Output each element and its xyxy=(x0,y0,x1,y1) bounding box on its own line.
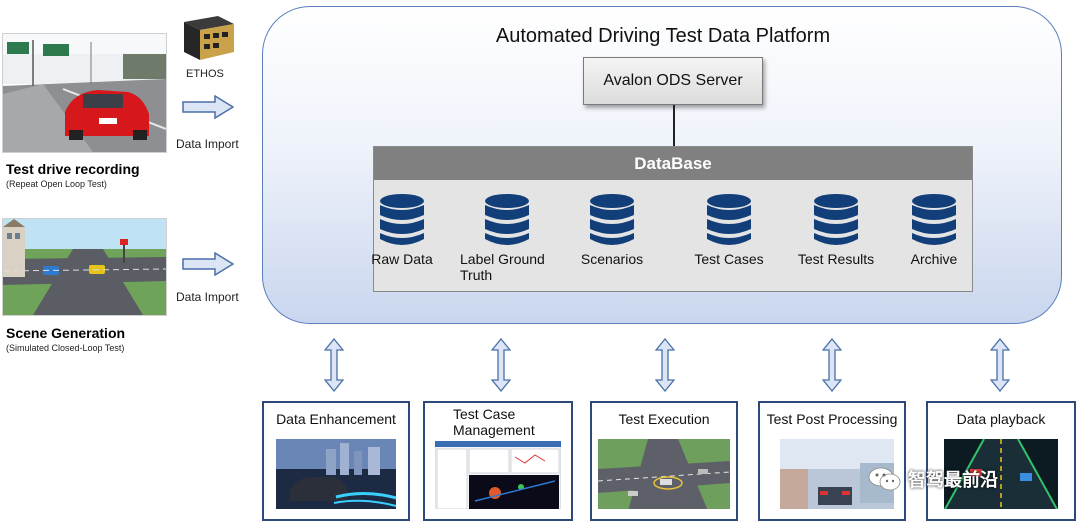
database-cylinder-icon xyxy=(380,194,424,245)
module-data-playback: Data playback xyxy=(926,401,1076,521)
database-panel: DataBase Raw Data Label Ground Truth xyxy=(371,146,973,292)
connector-line xyxy=(673,105,675,146)
bidirectional-arrow-icon xyxy=(324,338,344,392)
scene-generation-image xyxy=(2,218,167,316)
import-arrow-icon xyxy=(182,252,234,276)
import-arrow-icon xyxy=(182,95,234,119)
module-title: Test Case Management xyxy=(453,406,535,438)
database-title: DataBase xyxy=(374,147,972,180)
watermark-text: 智驾最前沿 xyxy=(908,470,998,490)
bidirectional-arrow-icon xyxy=(491,338,511,392)
module-test-post-processing: Test Post Processing xyxy=(758,401,906,521)
test-execution-image xyxy=(598,439,730,509)
data-import-label-1: Data Import xyxy=(176,137,239,151)
scene-generation-title: Scene Generation xyxy=(6,325,126,341)
db-item-raw-data: Raw Data xyxy=(347,193,457,267)
db-item-label: Label Ground Truth xyxy=(460,251,545,283)
bidirectional-arrow-icon xyxy=(655,338,675,392)
database-cylinder-icon xyxy=(590,194,634,245)
db-item-label: Archive xyxy=(910,251,958,267)
db-item-label-ground-truth: Label Ground Truth xyxy=(452,193,562,283)
db-item-label: Scenarios xyxy=(580,251,644,267)
data-import-label-2: Data Import xyxy=(176,290,239,304)
bidirectional-arrow-icon xyxy=(990,338,1010,392)
wechat-icon xyxy=(868,467,901,491)
database-cylinder-icon xyxy=(485,194,529,245)
watermark: 智驾最前沿 xyxy=(868,466,998,492)
db-item-label: Test Results xyxy=(797,251,875,267)
module-title: Test Post Processing xyxy=(766,411,898,427)
platform-container: Automated Driving Test Data Platform Ava… xyxy=(262,6,1062,324)
data-playback-image xyxy=(944,439,1058,509)
module-data-enhancement: Data Enhancement xyxy=(262,401,410,521)
db-item-test-cases: Test Cases xyxy=(674,193,784,267)
db-item-scenarios: Scenarios xyxy=(557,193,667,267)
module-title: Data playback xyxy=(956,411,1046,427)
database-cylinder-icon xyxy=(707,194,751,245)
database-cylinder-icon xyxy=(814,194,858,245)
db-item-label: Raw Data xyxy=(371,251,433,267)
db-item-test-results: Test Results xyxy=(781,193,891,267)
test-drive-subtitle: (Repeat Open Loop Test) xyxy=(6,179,107,189)
db-item-label: Test Cases xyxy=(694,251,764,267)
test-drive-title: Test drive recording xyxy=(6,161,140,177)
module-test-execution: Test Execution xyxy=(590,401,738,521)
db-item-archive: Archive xyxy=(879,193,989,267)
ethos-label: ETHOS xyxy=(186,68,224,80)
platform-title: Automated Driving Test Data Platform xyxy=(495,25,831,47)
data-enhancement-image xyxy=(276,439,396,509)
ods-server-box: Avalon ODS Server xyxy=(583,57,763,105)
ethos-device-image xyxy=(178,8,236,64)
bidirectional-arrow-icon xyxy=(822,338,842,392)
scene-generation-subtitle: (Simulated Closed-Loop Test) xyxy=(6,343,125,353)
module-title: Data Enhancement xyxy=(276,411,396,427)
module-title: Test Execution xyxy=(618,411,710,427)
test-drive-photo xyxy=(2,33,167,153)
module-test-case-management: Test Case Management xyxy=(423,401,573,521)
database-cylinder-icon xyxy=(912,194,956,245)
test-case-management-screenshot xyxy=(435,441,561,509)
